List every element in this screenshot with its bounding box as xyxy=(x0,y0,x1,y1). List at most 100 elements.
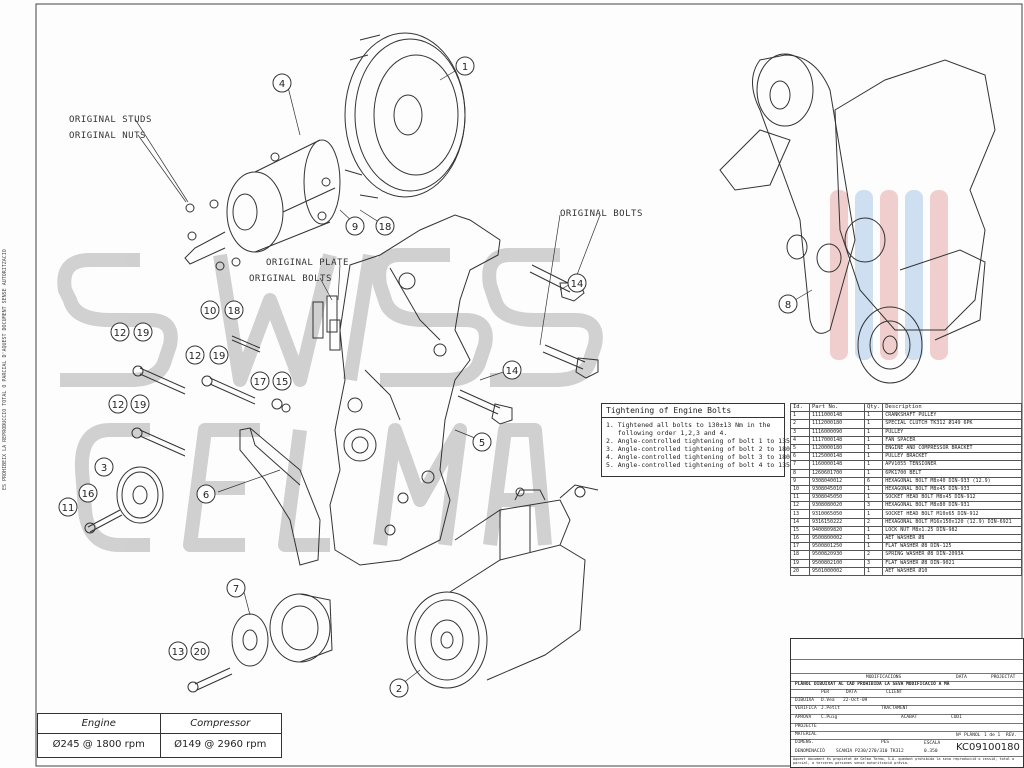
svg-text:19: 19 xyxy=(137,328,150,339)
tightening-line: 2. Angle-controlled tightening of bolt 1… xyxy=(606,437,802,445)
cell-id: 7 xyxy=(790,460,810,470)
crankshaft-pulley xyxy=(344,32,466,199)
tb-data: DATA xyxy=(956,675,967,680)
balloon: 17 xyxy=(250,371,270,391)
cell-id: 19 xyxy=(790,558,810,568)
svg-text:13: 13 xyxy=(172,647,185,658)
cell-id: 9 xyxy=(790,476,810,486)
cell-part-no: 9310065050 xyxy=(809,509,865,519)
balloon: 15 xyxy=(272,371,292,391)
cell-description: SOCKET HEAD BOLT M8x45 DIN-912 xyxy=(882,493,1022,503)
col-qty: Qty. xyxy=(863,402,884,413)
compressor-speed-value: Ø149 @ 2960 rpm xyxy=(174,739,267,750)
balloon: 19 xyxy=(133,322,153,342)
tb-dibuixa-name: D.Vea xyxy=(821,698,835,703)
tb-acabat: ACABAT xyxy=(901,715,918,720)
balloon: 12 xyxy=(110,322,130,342)
svg-text:3: 3 xyxy=(101,463,107,474)
cell-description: SOCKET HEAD BOLT M10x65 DIN-912 xyxy=(882,509,1022,519)
tb-projectat: PROJECTAT xyxy=(991,675,1016,680)
cell-id: 12 xyxy=(790,501,810,511)
assembled-view xyxy=(719,53,996,384)
label-original-studs: ORIGINAL STUDS xyxy=(69,115,152,125)
tb-tractament: TRACTAMENT xyxy=(881,706,909,711)
engine-header: Engine xyxy=(81,718,116,729)
svg-text:20: 20 xyxy=(194,647,207,658)
svg-text:18: 18 xyxy=(379,222,392,233)
cell-qty: 1 xyxy=(863,427,884,437)
tightening-line: 3. Angle-controlled tightening of bolt 2… xyxy=(606,445,802,453)
svg-text:14: 14 xyxy=(571,279,584,290)
cell-description: PULLEY xyxy=(882,427,1022,437)
cell-id: 10 xyxy=(790,484,810,495)
svg-text:14: 14 xyxy=(506,366,519,377)
svg-text:7: 7 xyxy=(233,584,239,595)
drawing-linework xyxy=(84,32,996,693)
fan-spacer xyxy=(184,139,341,265)
tb-plano-label: Nº PLÀNOL xyxy=(956,733,981,738)
cell-description: SPECIAL CLUTCH TK312 Ø149 6PK xyxy=(882,419,1022,429)
cell-description: HEXAGONAL BOLT M8x80 DIN-931 xyxy=(882,501,1022,511)
balloon: 13 xyxy=(168,641,188,661)
cell-qty: 2 xyxy=(863,550,884,560)
cell-id: 17 xyxy=(790,542,810,552)
tightening-title: Tightening of Engine Bolts xyxy=(602,404,784,418)
tb-escala: ESCALA xyxy=(924,741,941,746)
cell-qty: 6 xyxy=(863,476,884,486)
pulley-bracket xyxy=(239,427,321,566)
svg-text:12: 12 xyxy=(112,400,125,411)
idler-pulley xyxy=(84,466,164,534)
tensioner xyxy=(187,593,333,693)
balloon: 9 xyxy=(345,216,365,236)
pulley-speed-table: Engine Compressor Ø245 @ 1800 rpm Ø149 @… xyxy=(37,713,282,758)
cell-id: 14 xyxy=(790,517,810,527)
label-original-bolts-left: ORIGINAL BOLTS xyxy=(249,274,332,284)
balloon: 20 xyxy=(190,641,210,661)
cell-qty: 1 xyxy=(863,460,884,470)
cell-id: 16 xyxy=(790,533,810,544)
balloon: 16 xyxy=(78,483,98,503)
tb-footer: Aquest document és propietat de Gelma Te… xyxy=(793,757,1015,765)
tb-denominacio: DENOMINACIÓ xyxy=(795,749,825,754)
cell-qty: 1 xyxy=(863,411,884,421)
cell-id: 13 xyxy=(790,509,810,519)
cell-part-no: 9500802100 xyxy=(809,558,865,568)
tb-rev: REV. xyxy=(1006,733,1017,738)
cell-part-no: 9500801250 xyxy=(809,542,865,552)
studs-nuts xyxy=(185,152,331,271)
tb-modificacions: MODIFICACIONS xyxy=(866,675,902,680)
cell-part-no: 9308045050 xyxy=(809,493,865,503)
cell-id: 11 xyxy=(790,493,810,503)
cell-description: SPRING WASHER Ø8 DIN-2093A xyxy=(882,550,1022,560)
tb-data2: DATA xyxy=(846,690,857,695)
cell-qty: 1 xyxy=(863,484,884,495)
tb-verifica: VERIFICA xyxy=(795,706,817,711)
tightening-line: following order 1,2,3 and 4. xyxy=(606,429,728,437)
leader-lines xyxy=(134,70,813,688)
svg-text:19: 19 xyxy=(134,400,147,411)
cell-qty: 1 xyxy=(863,443,884,454)
cell-qty: 1 xyxy=(863,419,884,429)
cell-description: AET WASHER Ø10 xyxy=(882,566,1022,576)
cell-part-no: 1260601700 xyxy=(809,468,865,478)
tightening-line: 4. Angle-controlled tightening of bolt 3… xyxy=(606,453,802,461)
cell-qty: 2 xyxy=(863,517,884,527)
tb-denominacio-value: SCANIA P230/270/310 TK312 xyxy=(836,749,904,754)
balloon: 6 xyxy=(196,484,216,504)
cell-part-no: 9400809820 xyxy=(809,525,865,536)
cell-part-no: 1116000090 xyxy=(809,427,865,437)
cell-description: APV1055 TENSIONER xyxy=(882,460,1022,470)
tb-drawing-number: KC09100180 xyxy=(956,742,1020,753)
parts-header-row: Id. Part No. Qty. Description xyxy=(790,402,1022,413)
